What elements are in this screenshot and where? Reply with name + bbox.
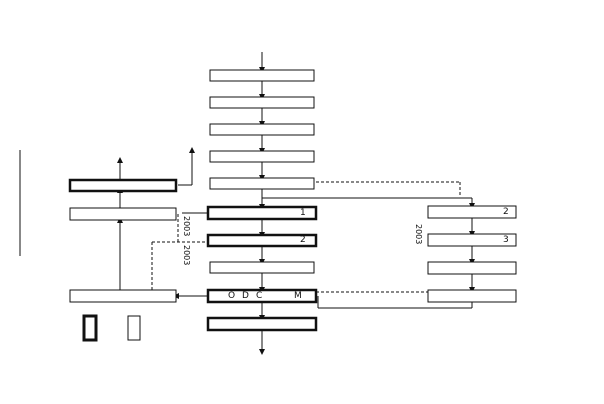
box-m6 [206,205,318,221]
box-l1 [68,178,178,193]
m9-char-m: M [294,291,302,301]
right-branch-connectors [262,197,475,309]
right-boxes [427,205,517,303]
m6-stage-number: 1 [300,208,306,218]
box-m8 [209,261,315,274]
box-m2 [209,96,315,109]
box-m10 [206,316,318,332]
legend-symbol-bold [82,314,98,342]
m9-char-d: D [242,291,249,301]
r2-stage-number: 3 [503,235,509,245]
year-label-2: 2003 [182,245,191,266]
box-r1 [427,205,517,219]
main-boxes [206,69,318,332]
year-label-1: 2003 [182,216,191,237]
box-m3 [209,123,315,136]
box-r2 [427,233,517,247]
r1-stage-number: 2 [503,207,509,217]
legend-symbol-thin [127,315,141,341]
left-boxes [68,178,178,303]
dashed-connectors [151,181,461,293]
box-m1 [209,69,315,82]
box-r3 [427,261,517,275]
box-m4 [209,150,315,163]
year-label-3: 2003 [414,224,423,245]
m9-char-c: C [256,291,263,301]
m9-char-o: O [228,291,236,301]
box-l2 [69,207,177,221]
box-r4 [427,289,517,303]
box-l3 [69,289,177,303]
box-m7 [206,233,318,248]
box-m5 [209,177,315,190]
m7-stage-number: 2 [300,235,306,245]
box-m9 [206,288,318,304]
left-branch-connectors [117,147,208,299]
